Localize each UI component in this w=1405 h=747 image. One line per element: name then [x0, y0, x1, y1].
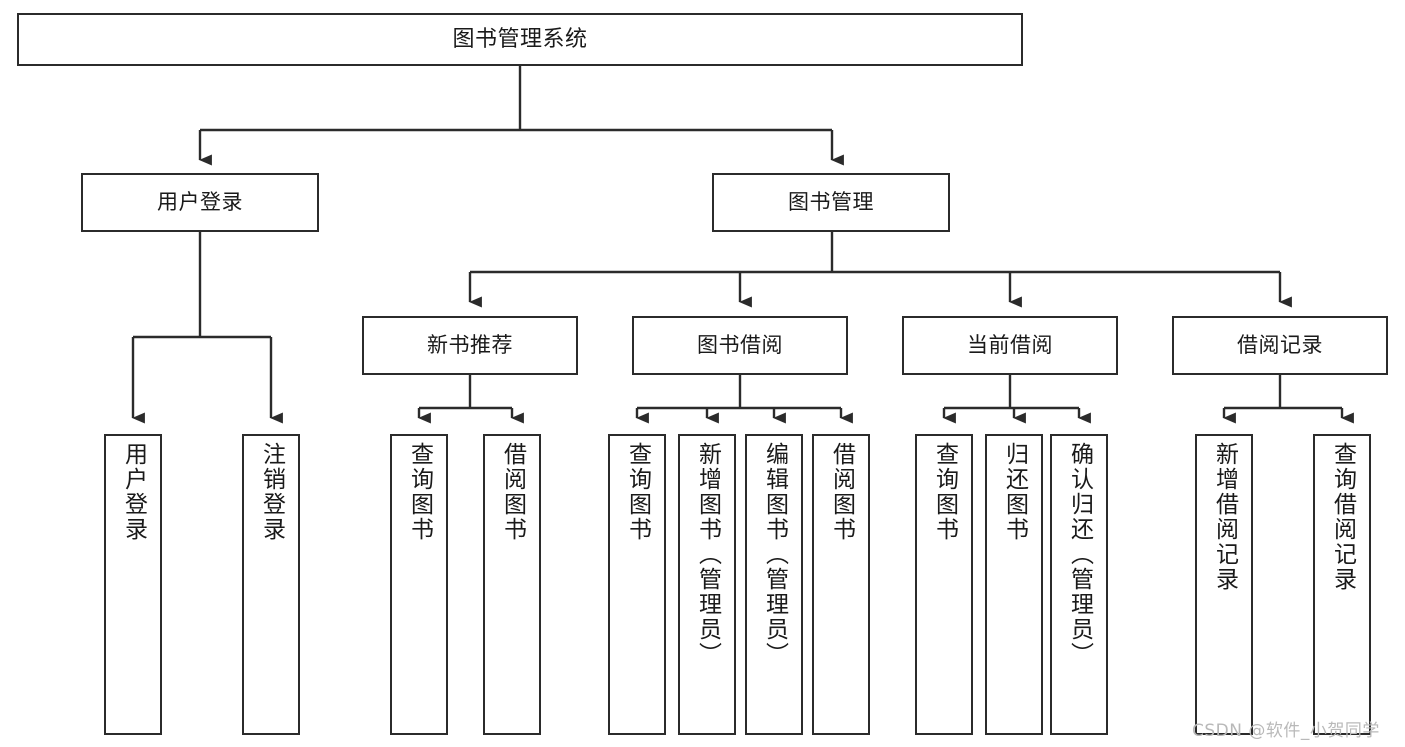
node-leaf-logout-label: 注销登录: [258, 442, 285, 542]
node-book-borrow-label: 图书借阅: [697, 333, 783, 358]
node-leaf-query-book-3-label: 查询图书: [931, 442, 958, 542]
node-new-book-rec[interactable]: 新书推荐: [362, 316, 578, 375]
node-leaf-add-record[interactable]: 新增借阅记录: [1195, 434, 1253, 735]
node-leaf-borrow-book-2-label: 借阅图书: [828, 442, 855, 542]
node-leaf-user-login[interactable]: 用户登录: [104, 434, 162, 735]
node-leaf-logout[interactable]: 注销登录: [242, 434, 300, 735]
node-leaf-borrow-book-2[interactable]: 借阅图书: [812, 434, 870, 735]
node-root[interactable]: 图书管理系统: [17, 13, 1023, 66]
node-leaf-query-record-label: 查询借阅记录: [1329, 442, 1356, 592]
node-leaf-return-book[interactable]: 归还图书: [985, 434, 1043, 735]
node-leaf-query-record[interactable]: 查询借阅记录: [1313, 434, 1371, 735]
node-book-borrow[interactable]: 图书借阅: [632, 316, 848, 375]
node-book-manage[interactable]: 图书管理: [712, 173, 950, 232]
node-leaf-edit-book[interactable]: 编辑图书（管理员）: [745, 434, 803, 735]
node-leaf-borrow-book-1[interactable]: 借阅图书: [483, 434, 541, 735]
node-leaf-edit-book-label: 编辑图书（管理员）: [761, 442, 788, 667]
node-leaf-query-book-2[interactable]: 查询图书: [608, 434, 666, 735]
node-user-login[interactable]: 用户登录: [81, 173, 319, 232]
node-current-borrow[interactable]: 当前借阅: [902, 316, 1118, 375]
node-leaf-query-book-3[interactable]: 查询图书: [915, 434, 973, 735]
node-leaf-query-book-1-label: 查询图书: [406, 442, 433, 542]
node-leaf-borrow-book-1-label: 借阅图书: [499, 442, 526, 542]
node-new-book-rec-label: 新书推荐: [427, 333, 513, 358]
node-current-borrow-label: 当前借阅: [967, 333, 1053, 358]
node-borrow-record-label: 借阅记录: [1237, 333, 1323, 358]
node-leaf-confirm-return[interactable]: 确认归还（管理员）: [1050, 434, 1108, 735]
node-leaf-query-book-2-label: 查询图书: [624, 442, 651, 542]
node-book-manage-label: 图书管理: [788, 190, 874, 215]
node-leaf-add-book-label: 新增图书（管理员）: [694, 442, 721, 667]
csdn-watermark: CSDN @软件_小贺同学: [1192, 721, 1380, 741]
node-user-login-label: 用户登录: [157, 190, 243, 215]
node-leaf-query-book-1[interactable]: 查询图书: [390, 434, 448, 735]
node-borrow-record[interactable]: 借阅记录: [1172, 316, 1388, 375]
node-leaf-add-book[interactable]: 新增图书（管理员）: [678, 434, 736, 735]
node-leaf-add-record-label: 新增借阅记录: [1211, 442, 1238, 592]
node-leaf-user-login-label: 用户登录: [120, 442, 147, 542]
node-leaf-confirm-return-label: 确认归还（管理员）: [1066, 442, 1093, 667]
node-root-label: 图书管理系统: [452, 26, 588, 52]
node-leaf-return-book-label: 归还图书: [1001, 442, 1028, 542]
